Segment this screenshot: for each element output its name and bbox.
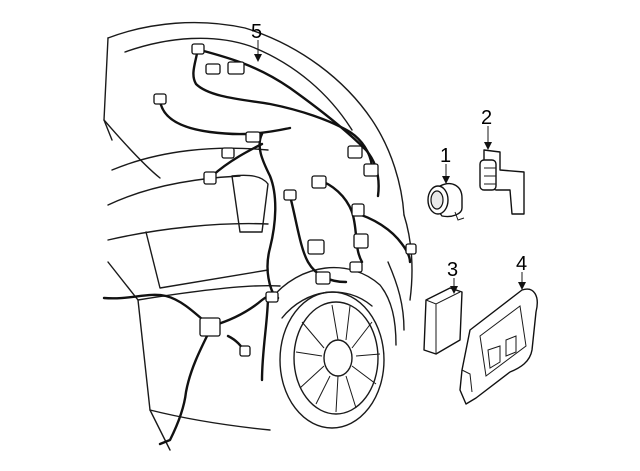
part-4-module-bracket <box>459 288 538 405</box>
callout-1: 1 <box>440 145 451 167</box>
part-2-sensor-bracket <box>479 149 525 215</box>
callout-5: 5 <box>251 21 262 43</box>
callout-2: 2 <box>481 107 492 129</box>
part-1-parking-sensor <box>427 182 465 221</box>
callout-4: 4 <box>516 253 527 275</box>
part-3-control-module <box>423 287 463 355</box>
harness-connectors <box>153 43 417 357</box>
leader-arrows <box>254 40 526 294</box>
vehicle-body <box>103 21 413 451</box>
rear-wheel <box>279 291 385 429</box>
callout-3: 3 <box>447 259 458 281</box>
